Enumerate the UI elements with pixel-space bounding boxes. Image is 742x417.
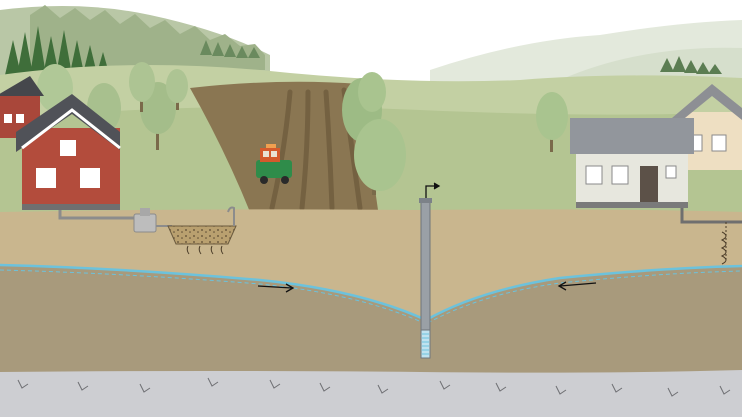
bedrock: [0, 370, 742, 417]
grey-roof-house: [570, 118, 694, 208]
drilled-well: [419, 198, 432, 358]
